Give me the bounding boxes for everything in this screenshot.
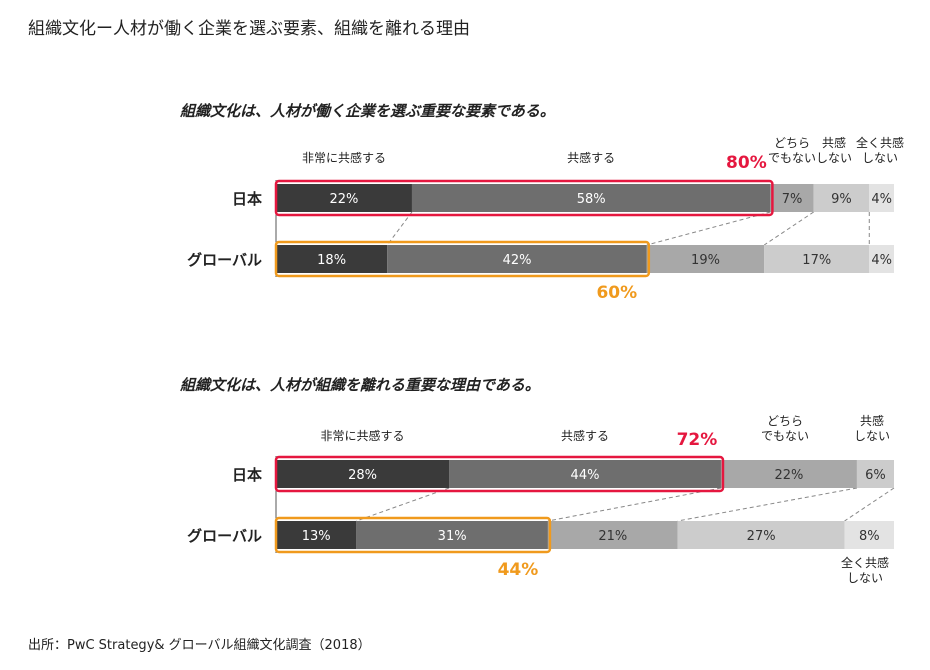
bar-segment (276, 521, 357, 549)
connector-line (356, 487, 450, 522)
bar-segment (856, 460, 894, 488)
bar-segment (844, 521, 894, 549)
chart-panel-1: 組織文化は、人材が働く企業を選ぶ重要な要素である。非常に共感する 共感する どちらで… (179, 102, 904, 303)
value-label: 8% (859, 529, 880, 544)
value-label: 9% (831, 192, 852, 207)
connector-line (547, 487, 722, 522)
value-label: 17% (802, 253, 831, 268)
connector-line (646, 211, 771, 246)
value-label: 31% (438, 529, 467, 544)
value-label: 13% (302, 529, 331, 544)
bar-segment (547, 521, 678, 549)
bar-segment (677, 521, 845, 549)
total-label: 44% (498, 560, 539, 580)
bar-segment (449, 460, 721, 488)
chart-panel-2: 組織文化は、人材が組織を離れる重要な理由である。非常に共感する 共感する どちらでも… (179, 376, 895, 585)
header-label: 全く共感しない (856, 135, 904, 165)
header-label: 共感する (567, 150, 615, 165)
bar-segment (356, 521, 548, 549)
highlight-box (274, 240, 651, 278)
source-note: 出所：PwC Strategy& グローバル組織文化調査（2018） (28, 638, 371, 653)
bar-segment (720, 460, 857, 488)
value-label: 19% (691, 253, 720, 268)
header-label: どちらでもない (768, 136, 816, 165)
header-label: どちらでもない (761, 414, 809, 443)
footer-label: 全く共感しない (841, 555, 889, 585)
value-label: 4% (871, 253, 892, 268)
bar-segment (813, 184, 870, 212)
value-label: 6% (865, 468, 886, 483)
bar-segment (869, 184, 894, 212)
connector-line (386, 211, 413, 246)
value-label: 7% (782, 192, 803, 207)
value-label: 27% (747, 529, 776, 544)
panel-title: 組織文化は、人材が働く企業を選ぶ重要な要素である。 (179, 102, 555, 120)
connector-line (677, 487, 858, 522)
highlight-box (274, 179, 774, 217)
value-label: 28% (348, 468, 377, 483)
category-label: 日本 (232, 466, 262, 484)
value-label: 58% (577, 192, 606, 207)
header-label: 共感しない (816, 135, 852, 165)
category-label: グローバル (187, 527, 262, 545)
total-label: 72% (677, 430, 718, 450)
header-label: 非常に共感する (321, 428, 405, 443)
bar-segment (869, 245, 894, 273)
bar-segment (646, 245, 765, 273)
highlight-box (274, 455, 725, 493)
value-label: 18% (317, 253, 346, 268)
bar-segment (276, 245, 388, 273)
bar-segment (770, 184, 814, 212)
bar-segment (387, 245, 647, 273)
value-label: 42% (503, 253, 532, 268)
bar-segment (276, 460, 450, 488)
header-label: 共感しない (854, 413, 890, 443)
page-title: 組織文化ー人材が働く企業を選ぶ要素、組織を離れる理由 (28, 19, 470, 39)
header-label: 共感する (561, 428, 609, 443)
panel-title: 組織文化は、人材が組織を離れる重要な理由である。 (179, 376, 540, 394)
total-label: 80% (726, 153, 767, 173)
highlight-box (274, 516, 552, 554)
value-label: 21% (598, 529, 627, 544)
value-label: 4% (871, 192, 892, 207)
bar-segment (411, 184, 771, 212)
header-label: 非常に共感する (302, 150, 386, 165)
value-label: 22% (330, 192, 359, 207)
category-label: グローバル (187, 251, 262, 269)
value-label: 44% (571, 468, 600, 483)
category-label: 日本 (232, 190, 262, 208)
value-label: 22% (774, 468, 803, 483)
connector-line (763, 211, 814, 246)
bar-segment (276, 184, 412, 212)
total-label: 60% (596, 283, 637, 303)
connector-line (844, 487, 895, 522)
bar-segment (764, 245, 870, 273)
